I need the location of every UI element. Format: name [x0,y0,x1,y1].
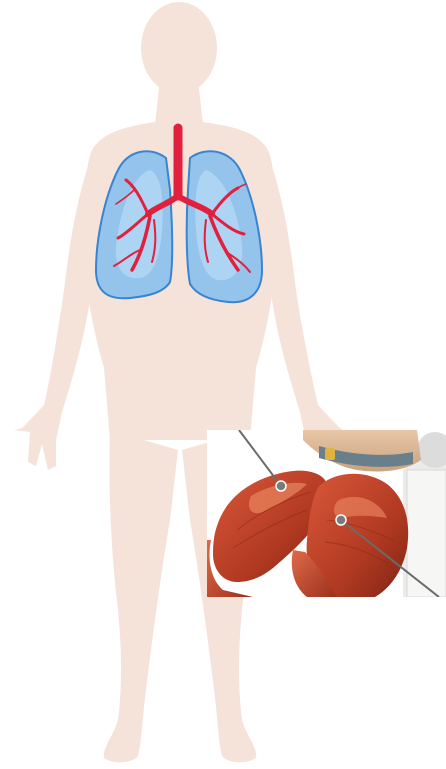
pointer-dot-upper [276,481,286,491]
bench-panel [407,470,446,597]
left-leg [104,430,178,762]
thigh-muscles-illustration [207,430,446,597]
pointer-dot-lower [336,515,346,525]
human-silhouette [14,2,346,762]
right-arm [258,150,346,470]
waistband-logo [325,448,335,460]
muscle-inset [207,430,446,597]
pointer-line-upper [239,430,281,486]
neck [155,80,203,124]
